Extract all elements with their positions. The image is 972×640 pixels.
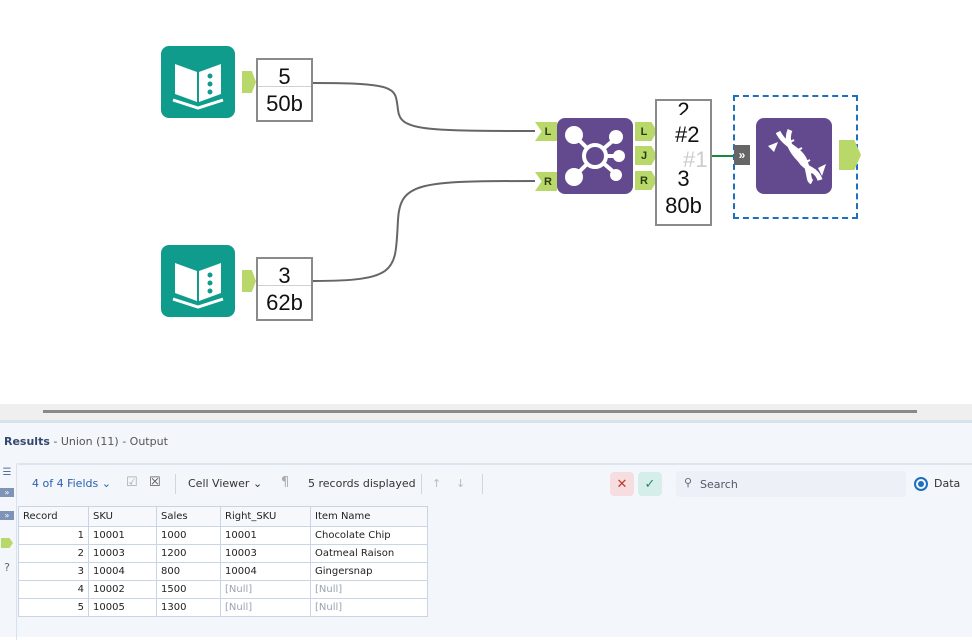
- join-right-input-anchor[interactable]: R: [535, 172, 557, 191]
- table-cell[interactable]: 10004: [88, 562, 157, 581]
- connection-input1-join-left: [312, 82, 536, 132]
- table-cell[interactable]: 5: [18, 598, 89, 617]
- input-anchor-icon[interactable]: »: [0, 488, 14, 497]
- table-cell[interactable]: 1300: [156, 598, 221, 617]
- results-side-strip: ☰ » » ?: [0, 463, 17, 640]
- table-cell[interactable]: 1200: [156, 544, 221, 563]
- records-count: 5 records displayed: [308, 477, 416, 490]
- union-input-anchor[interactable]: »: [734, 145, 750, 165]
- data-radio[interactable]: [914, 477, 928, 491]
- book-input-icon: [172, 64, 224, 110]
- join-left-output-anchor[interactable]: L: [635, 122, 657, 141]
- search-input[interactable]: ⚲ Search: [676, 471, 906, 497]
- input2-size: 62b: [266, 290, 303, 315]
- input-tool-2[interactable]: [161, 245, 235, 317]
- table-cell[interactable]: [Null]: [310, 580, 428, 599]
- column-header[interactable]: Item Name: [310, 506, 428, 527]
- table-cell[interactable]: 1: [18, 526, 89, 545]
- join-right-output-anchor[interactable]: R: [635, 171, 657, 190]
- table-cell[interactable]: 3: [18, 562, 89, 581]
- results-title: Results - Union (11) - Output: [4, 435, 168, 448]
- column-header[interactable]: SKU: [88, 506, 157, 527]
- table-cell[interactable]: [Null]: [220, 598, 311, 617]
- join-size: 80b: [665, 193, 702, 218]
- results-title-bold: Results: [4, 435, 50, 448]
- table-cell[interactable]: 1500: [156, 580, 221, 599]
- input1-size: 50b: [266, 91, 303, 116]
- table-cell[interactable]: 2: [18, 544, 89, 563]
- search-icon: ⚲: [684, 476, 693, 489]
- table-cell[interactable]: 10002: [88, 580, 157, 599]
- column-header[interactable]: Record: [18, 506, 89, 527]
- table-cell[interactable]: 10001: [220, 526, 311, 545]
- table-cell[interactable]: 10001: [88, 526, 157, 545]
- arrow-up-icon[interactable]: ↑: [432, 477, 442, 490]
- pilcrow-icon[interactable]: ¶: [281, 475, 290, 490]
- join-count: 3: [677, 166, 690, 191]
- table-cell[interactable]: 1000: [156, 526, 221, 545]
- dna-union-icon: [768, 129, 826, 185]
- input2-record-count-box: 3 62b: [256, 257, 313, 321]
- confirm-button[interactable]: ✓: [638, 472, 662, 496]
- deselect-all-icon[interactable]: ☒: [149, 475, 161, 490]
- union-tool[interactable]: [756, 118, 832, 194]
- arrow-down-icon[interactable]: ↓: [456, 477, 466, 490]
- workflow-canvas[interactable]: 5 50b 3 62b L R L J R 2: [0, 0, 972, 405]
- join-tool[interactable]: [557, 118, 633, 194]
- data-radio-label: Data: [934, 477, 961, 490]
- join-join-output-anchor[interactable]: J: [635, 146, 657, 165]
- table-cell[interactable]: 10003: [88, 544, 157, 563]
- help-icon[interactable]: ?: [4, 561, 10, 574]
- select-all-checkbox-icon[interactable]: ☑: [126, 475, 138, 490]
- cancel-button[interactable]: ✕: [610, 472, 634, 496]
- results-toolbar: 4 of 4 Fields ⌄ ☑ ☒ Cell Viewer ⌄ ¶ 5 re…: [18, 463, 972, 503]
- table-cell[interactable]: Chocolate Chip: [310, 526, 428, 545]
- table-cell[interactable]: [Null]: [310, 598, 428, 617]
- input1-record-count-box: 5 50b: [256, 58, 313, 122]
- join-left-input-anchor[interactable]: L: [535, 122, 557, 141]
- table-cell[interactable]: 10005: [88, 598, 157, 617]
- column-header[interactable]: Sales: [156, 506, 221, 527]
- input-anchor-icon-2[interactable]: »: [0, 511, 14, 520]
- join-icon: [565, 126, 625, 186]
- table-cell[interactable]: Oatmeal Raison: [310, 544, 428, 563]
- input2-count: 3: [278, 263, 291, 288]
- cell-viewer-dropdown[interactable]: Cell Viewer ⌄: [188, 477, 263, 490]
- table-cell[interactable]: 10003: [220, 544, 311, 563]
- book-input-icon: [172, 263, 224, 309]
- join-badge-2: #2: [675, 121, 700, 148]
- join-output-count-box: 2 #2 #1 3 80b: [655, 98, 712, 226]
- table-cell[interactable]: 800: [156, 562, 221, 581]
- input1-count: 5: [278, 64, 291, 89]
- table-cell[interactable]: 4: [18, 580, 89, 599]
- table-cell[interactable]: Gingersnap: [310, 562, 428, 581]
- column-header[interactable]: Right_SKU: [220, 506, 311, 527]
- join-count-top: 2: [677, 98, 690, 115]
- table-cell[interactable]: 10004: [220, 562, 311, 581]
- input2-output-anchor[interactable]: [242, 270, 256, 292]
- output-anchor-icon[interactable]: [0, 538, 14, 551]
- list-icon[interactable]: ☰: [2, 467, 12, 478]
- results-title-source: - Union (11) - Output: [49, 435, 168, 448]
- results-panel: Results - Union (11) - Output ☰ » » ? 4 …: [0, 420, 972, 640]
- input1-output-anchor[interactable]: [242, 71, 256, 93]
- search-placeholder: Search: [700, 478, 738, 491]
- table-cell[interactable]: [Null]: [220, 580, 311, 599]
- union-output-anchor[interactable]: [839, 140, 861, 170]
- fields-dropdown[interactable]: 4 of 4 Fields ⌄: [32, 477, 111, 490]
- input-tool-1[interactable]: [161, 46, 235, 118]
- connection-input2-join-right: [312, 180, 536, 282]
- join-badge-1: #1: [683, 147, 708, 172]
- splitter-handle[interactable]: [43, 410, 917, 413]
